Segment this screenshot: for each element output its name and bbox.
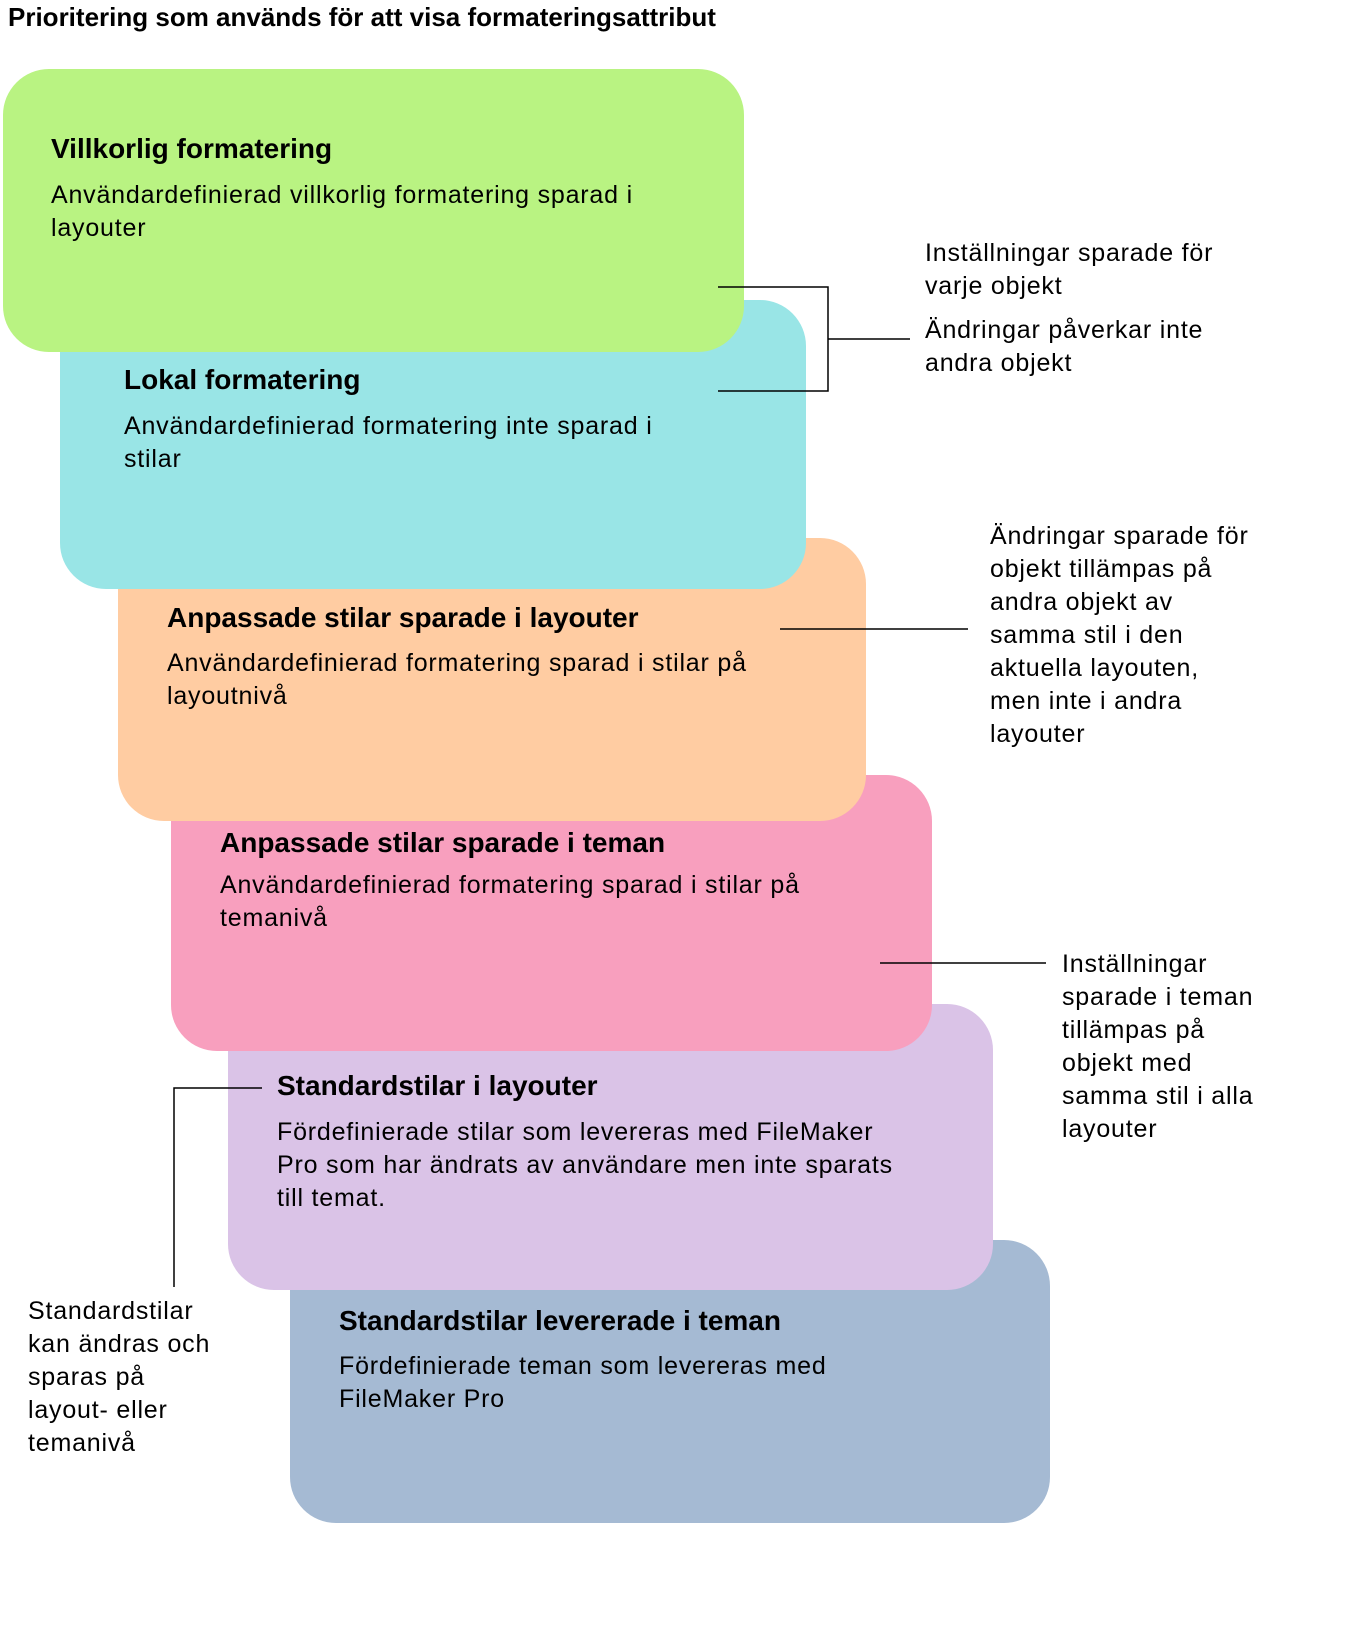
- layer-title: Villkorlig formatering: [51, 133, 333, 164]
- layer-title: Lokal formatering: [124, 364, 361, 395]
- layer-title: Anpassade stilar sparade i layouter: [167, 602, 639, 633]
- note-no-effect: Ändringar påverkar inte andra objekt: [925, 316, 1204, 377]
- layer-card-conditional-formatting: Villkorlig formatering Användardefiniera…: [3, 69, 744, 352]
- note-layout-changes: Ändringar sparade för objekt tillämpas p…: [990, 522, 1249, 748]
- note-theme-settings: Inställningar sparade i teman tillämpas …: [1062, 950, 1254, 1143]
- page-title: Prioritering som används för att visa fo…: [8, 2, 716, 32]
- layer-title: Standardstilar i layouter: [277, 1070, 598, 1101]
- note-object-settings: Inställningar sparade för varje objekt: [925, 239, 1214, 300]
- layer-card-theme-custom-styles: Anpassade stilar sparade i teman Använda…: [171, 775, 932, 1051]
- layer-description: Fördefinierade teman som levereras med F…: [339, 1352, 827, 1413]
- layer-description: Användardefinierad formatering sparad i …: [220, 871, 800, 932]
- layer-description: Användardefinierad formatering inte spar…: [124, 412, 653, 473]
- note-default-styles: Standardstilar kan ändras och sparas på …: [28, 1297, 211, 1457]
- layer-description: Användardefinierad villkorlig formaterin…: [51, 181, 633, 242]
- layer-description: Fördefinierade stilar som levereras med …: [277, 1118, 893, 1212]
- layer-description: Användardefinierad formatering sparad i …: [167, 649, 747, 710]
- layer-card-layout-defaults: Standardstilar i layouter Fördefinierade…: [228, 1004, 993, 1290]
- layer-title: Anpassade stilar sparade i teman: [220, 827, 666, 858]
- layer-title: Standardstilar levererade i teman: [339, 1305, 781, 1336]
